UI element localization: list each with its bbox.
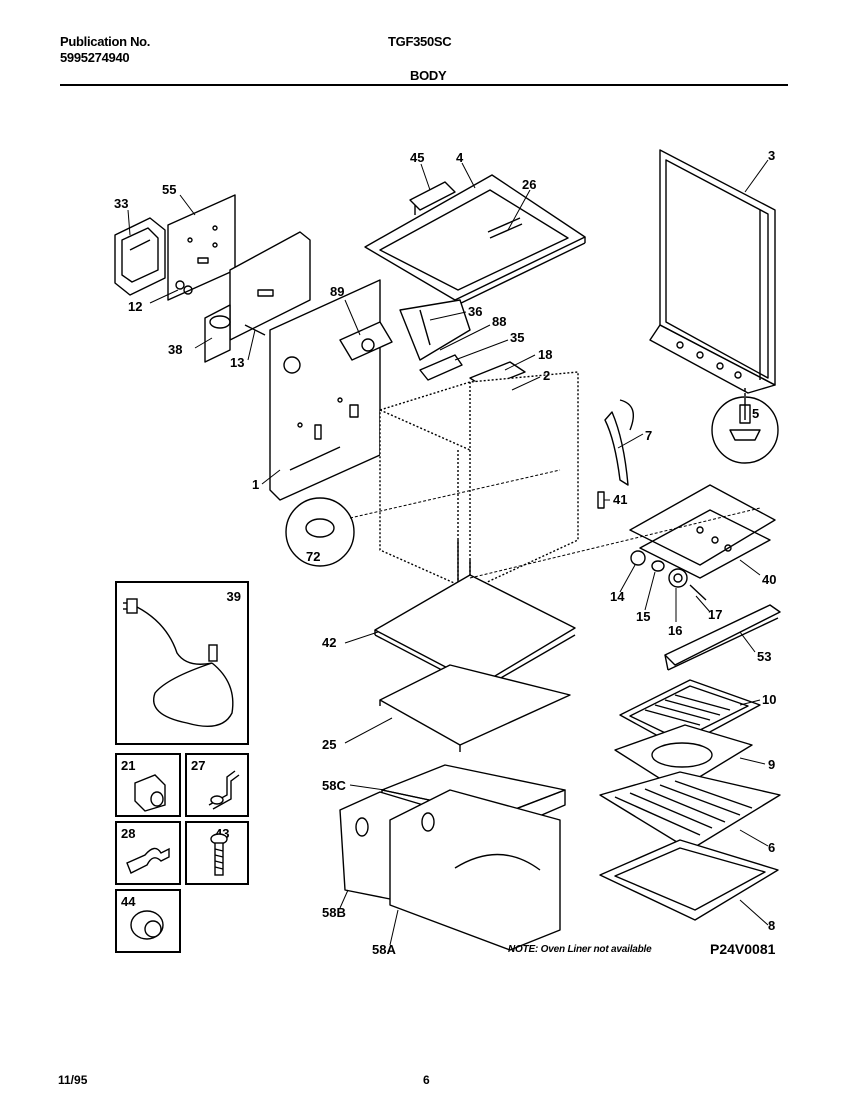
part-12-shape <box>175 280 193 295</box>
part-7-shape <box>604 399 634 486</box>
part-label-16: 16 <box>668 623 682 638</box>
grommet-icon <box>130 910 164 940</box>
inset-box-21: 21 <box>115 753 181 817</box>
part-label-58b: 58B <box>322 905 346 920</box>
power-cord-icon <box>123 598 234 727</box>
part-35-shape <box>419 354 463 381</box>
part-label-53: 53 <box>757 649 771 664</box>
inset-box-44: 44 <box>115 889 181 953</box>
part-label-8: 8 <box>768 918 775 933</box>
screw-icon <box>210 833 228 876</box>
part-6-shape <box>599 771 781 851</box>
strain-relief-icon <box>134 774 166 812</box>
inset-label-39: 39 <box>226 589 241 604</box>
part-label-18: 18 <box>538 347 552 362</box>
part-number-labels: 45 4 3 26 55 33 12 89 36 88 35 38 13 18 … <box>114 148 776 957</box>
inset-box-28: 28 <box>115 821 181 885</box>
part-label-13: 13 <box>230 355 244 370</box>
bracket-clip-icon <box>126 847 170 874</box>
part-label-5: 5 <box>752 406 759 421</box>
part-38-shape <box>204 304 231 363</box>
part-1-shape <box>229 231 381 501</box>
part-label-15: 15 <box>636 609 650 624</box>
part-16-shape <box>668 568 688 588</box>
part-8-shape <box>599 839 779 921</box>
part-4-shape <box>364 174 586 307</box>
part-label-72: 72 <box>306 549 320 564</box>
footer-page-number: 6 <box>423 1073 430 1087</box>
part-41-shape <box>597 491 605 509</box>
part-label-7: 7 <box>645 428 652 443</box>
part-45-shape <box>409 181 456 215</box>
part-53-shape <box>664 604 781 671</box>
inset-label-21: 21 <box>121 758 136 773</box>
part-label-25: 25 <box>322 737 336 752</box>
model-number: TGF350SC <box>388 34 452 49</box>
part-label-26: 26 <box>522 177 536 192</box>
part-label-12: 12 <box>128 299 142 314</box>
part-label-1: 1 <box>252 477 259 492</box>
diagram-id: P24V0081 <box>710 941 776 957</box>
part-72-shape <box>285 497 355 567</box>
part-label-6: 6 <box>768 840 775 855</box>
part-label-42: 42 <box>322 635 336 650</box>
part-17-shape <box>689 584 707 601</box>
inset-box-27: 27 <box>185 753 249 817</box>
publication-label: Publication No. <box>60 34 151 49</box>
part-label-33: 33 <box>114 196 128 211</box>
part-label-35: 35 <box>510 330 524 345</box>
inset-label-44: 44 <box>121 894 136 909</box>
header-rule <box>60 84 788 86</box>
oven-liner-note: NOTE: Oven Liner not available <box>508 944 652 955</box>
part-label-58c: 58C <box>322 778 346 793</box>
part-label-3: 3 <box>768 148 775 163</box>
section-title: BODY <box>410 68 447 83</box>
part-58a-shape <box>389 789 561 951</box>
part-36-shape <box>399 299 471 361</box>
part-15-shape <box>651 560 665 572</box>
part-40-shape <box>629 484 776 579</box>
inset-label-27: 27 <box>191 758 206 773</box>
oven-body-shape <box>379 371 579 600</box>
part-label-88: 88 <box>492 314 506 329</box>
part-5-shape <box>711 388 779 464</box>
part-25-shape <box>379 664 571 752</box>
inset-label-28: 28 <box>121 826 136 841</box>
part-label-4: 4 <box>456 150 464 165</box>
clip-icon <box>208 770 240 810</box>
part-33-shape <box>114 217 166 296</box>
part-label-17: 17 <box>708 607 722 622</box>
part-3-shape <box>649 149 776 394</box>
leader-lines <box>127 159 769 946</box>
inset-box-43: 43 <box>185 821 249 885</box>
part-label-58a: 58A <box>372 942 396 957</box>
part-label-55: 55 <box>162 182 176 197</box>
part-label-10: 10 <box>762 692 776 707</box>
inset-box-39: 39 <box>115 581 249 745</box>
part-label-36: 36 <box>468 304 482 319</box>
part-label-2: 2 <box>543 368 550 383</box>
part-label-9: 9 <box>768 757 775 772</box>
part-label-45: 45 <box>410 150 424 165</box>
publication-number: 5995274940 <box>60 50 130 65</box>
part-14-shape <box>630 550 646 566</box>
part-89-shape <box>339 321 393 361</box>
part-label-38: 38 <box>168 342 182 357</box>
footer-date: 11/95 <box>58 1073 88 1087</box>
part-9-shape <box>614 724 753 791</box>
part-55-shape <box>167 194 236 301</box>
part-label-89: 89 <box>330 284 344 299</box>
part-label-41: 41 <box>613 492 627 507</box>
part-label-14: 14 <box>610 589 625 604</box>
part-label-40: 40 <box>762 572 776 587</box>
